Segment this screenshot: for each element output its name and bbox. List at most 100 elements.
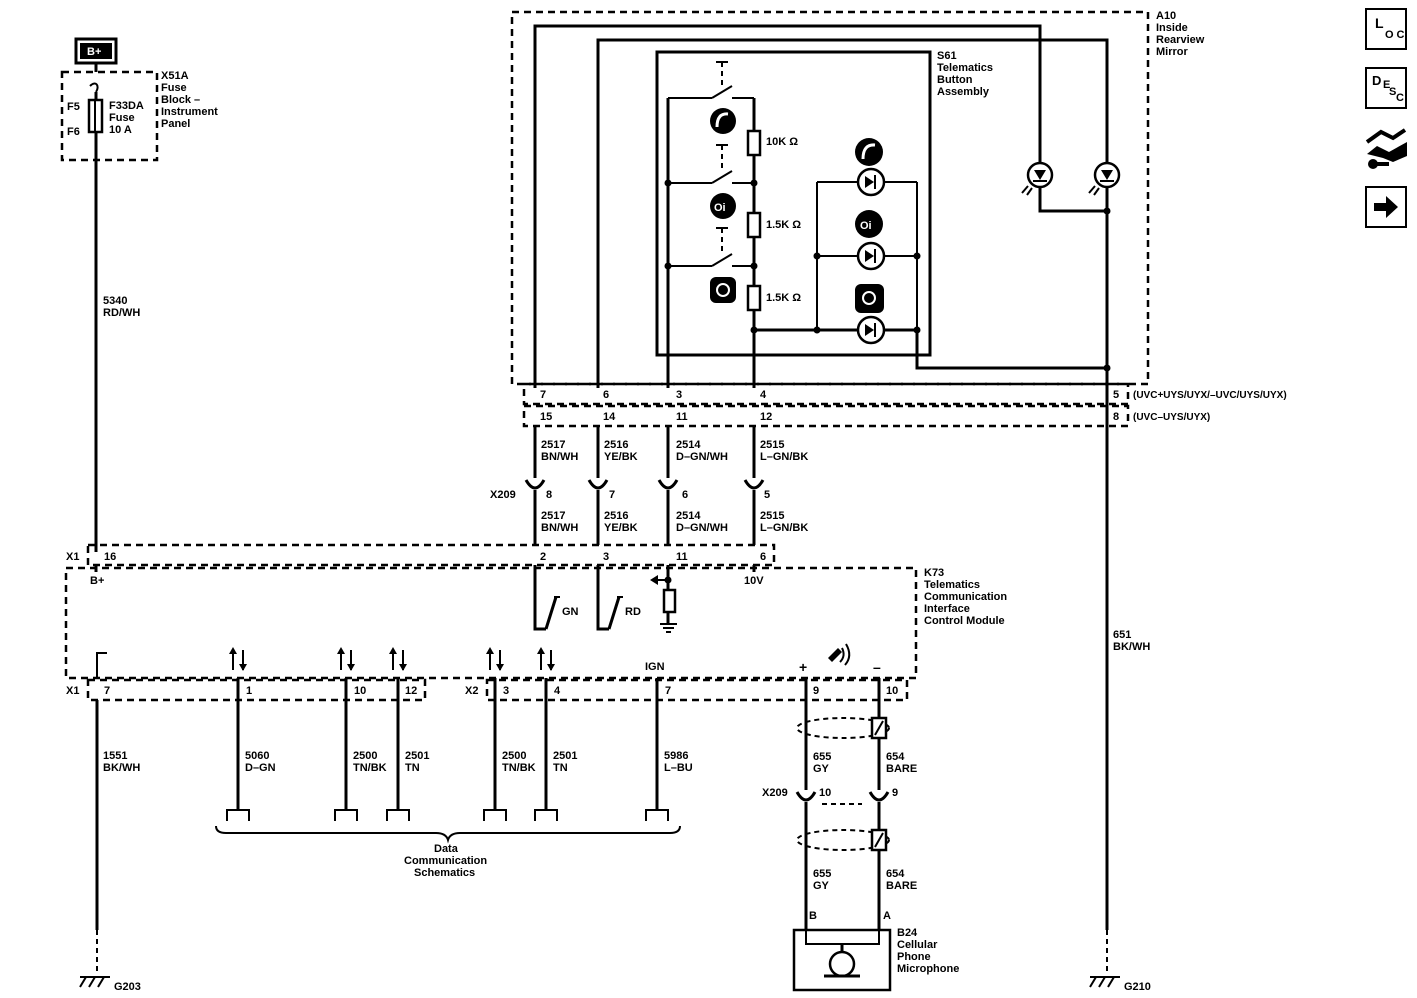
svg-text:4: 4 bbox=[554, 685, 561, 697]
svg-text:5: 5 bbox=[764, 489, 770, 501]
data-comm-label: Data bbox=[434, 843, 459, 855]
svg-text:10: 10 bbox=[354, 685, 366, 697]
svg-text:TN/BK: TN/BK bbox=[353, 762, 387, 774]
svg-text:Mirror: Mirror bbox=[1156, 46, 1189, 58]
telematics-module: K73 Telematics Communication Interface C… bbox=[64, 565, 1007, 680]
svg-text:7: 7 bbox=[104, 685, 110, 697]
svg-text:Communication: Communication bbox=[404, 855, 487, 867]
svg-text:(UVC–UYS/UYX): (UVC–UYS/UYX) bbox=[1133, 412, 1210, 423]
svg-text:2515: 2515 bbox=[760, 439, 784, 451]
svg-text:Telematics: Telematics bbox=[924, 579, 980, 591]
svg-text:2501: 2501 bbox=[553, 750, 577, 762]
svg-text:2517: 2517 bbox=[541, 510, 565, 522]
svg-text:8: 8 bbox=[546, 489, 552, 501]
microphone-signal-icon bbox=[828, 643, 851, 666]
svg-text:X209: X209 bbox=[490, 489, 516, 501]
svg-text:2515: 2515 bbox=[760, 510, 784, 522]
svg-text:Interface: Interface bbox=[924, 603, 970, 615]
fuse-block-id: X51A bbox=[161, 70, 189, 82]
svg-text:4: 4 bbox=[760, 389, 767, 401]
resistor-1-5k-b: 1.5K Ω bbox=[746, 284, 801, 312]
svg-text:651: 651 bbox=[1113, 629, 1131, 641]
fuse-label: Fuse bbox=[109, 112, 135, 124]
svg-text:BARE: BARE bbox=[886, 763, 917, 775]
svg-text:9: 9 bbox=[892, 787, 898, 799]
svg-text:TN: TN bbox=[553, 762, 568, 774]
location-button[interactable]: L OC bbox=[1365, 8, 1407, 50]
onstar-button-icon bbox=[710, 193, 736, 219]
fuse-pin-out: F6 bbox=[67, 126, 80, 138]
x2-bottom-connector: X2 3 4 7 9 10 bbox=[465, 678, 909, 702]
svg-text:Communication: Communication bbox=[924, 591, 1007, 603]
svg-text:5060: 5060 bbox=[245, 750, 269, 762]
svg-text:B+: B+ bbox=[90, 575, 104, 587]
svg-text:1.5K Ω: 1.5K Ω bbox=[766, 219, 801, 231]
mirror-connector: (UVC+UYS/UYX/–UVC/UYS/UYX) (UVC–UYS/UYX)… bbox=[522, 382, 1287, 428]
svg-text:2514: 2514 bbox=[676, 510, 701, 522]
svg-text:G203: G203 bbox=[114, 981, 141, 993]
svg-text:6: 6 bbox=[603, 389, 609, 401]
svg-text:X1: X1 bbox=[66, 685, 79, 697]
svg-text:Inside: Inside bbox=[1156, 22, 1188, 34]
svg-text:10K Ω: 10K Ω bbox=[766, 136, 798, 148]
svg-text:YE/BK: YE/BK bbox=[604, 522, 638, 534]
svg-text:7: 7 bbox=[609, 489, 615, 501]
resistor-1-5k-a: 1.5K Ω bbox=[746, 211, 801, 239]
svg-text:14: 14 bbox=[603, 411, 616, 423]
phone-led bbox=[856, 167, 886, 197]
emergency-icon bbox=[855, 284, 884, 313]
bidirectional-arrows bbox=[229, 647, 555, 671]
svg-text:D–GN: D–GN bbox=[245, 762, 276, 774]
svg-text:X1: X1 bbox=[66, 551, 79, 563]
svg-text:(UVC+UYS/UYX/–UVC/UYS/UYX): (UVC+UYS/UYX/–UVC/UYS/UYX) bbox=[1133, 390, 1287, 401]
svg-text:12: 12 bbox=[760, 411, 772, 423]
battery-supply: B+ bbox=[74, 37, 118, 72]
svg-text:9: 9 bbox=[813, 685, 819, 697]
fuse-block-line: Instrument bbox=[161, 106, 218, 118]
svg-text:Telematics: Telematics bbox=[937, 62, 993, 74]
emergency-button-icon bbox=[710, 277, 736, 303]
svg-text:2516: 2516 bbox=[604, 510, 628, 522]
svg-text:2501: 2501 bbox=[405, 750, 429, 762]
svg-text:1.5K Ω: 1.5K Ω bbox=[766, 292, 801, 304]
svg-text:2: 2 bbox=[540, 551, 546, 563]
fuse-block-line: Panel bbox=[161, 118, 190, 130]
svg-text:BN/WH: BN/WH bbox=[541, 451, 578, 463]
ground-g203: G203 bbox=[79, 930, 141, 993]
rearview-mirror: A10 Inside Rearview Mirror S61 bbox=[510, 10, 1205, 930]
svg-text:+: + bbox=[799, 659, 807, 675]
svg-text:1: 1 bbox=[246, 685, 252, 697]
svg-text:5: 5 bbox=[1113, 389, 1119, 401]
resistor-10k: 10K Ω bbox=[746, 129, 798, 157]
x209-connector: X209 8 7 6 5 2517 BN/WH 2516 YE/BK 2514 … bbox=[490, 479, 808, 545]
ground-wire-651: 651 BK/WH bbox=[1113, 629, 1150, 653]
connector-view-icon[interactable] bbox=[1363, 124, 1411, 172]
svg-text:Oi: Oi bbox=[860, 220, 872, 232]
svg-text:11: 11 bbox=[676, 551, 688, 563]
telematics-button-assembly: S61 Telematics Button Assembly bbox=[655, 50, 1107, 388]
svg-text:X209: X209 bbox=[762, 787, 788, 799]
svg-text:Microphone: Microphone bbox=[897, 963, 959, 975]
fuse-block-line: Block – bbox=[161, 94, 200, 106]
svg-text:Oi: Oi bbox=[714, 202, 726, 214]
connector-plug-icon bbox=[1365, 128, 1407, 169]
svg-text:A: A bbox=[883, 910, 891, 922]
fuse-block: F5 F6 F33DA Fuse 10 A X51A Fuse Block – … bbox=[60, 70, 218, 162]
lower-wires: 1551 BK/WH 5060 D–GN 2500 TN/BK 2501 TN … bbox=[95, 678, 693, 930]
svg-text:11: 11 bbox=[676, 411, 688, 423]
description-button[interactable]: D E S C bbox=[1365, 67, 1407, 109]
svg-text:10V: 10V bbox=[744, 575, 764, 587]
svg-text:D–GN/WH: D–GN/WH bbox=[676, 522, 728, 534]
svg-text:L–GN/BK: L–GN/BK bbox=[760, 451, 808, 463]
next-page-button[interactable] bbox=[1365, 186, 1407, 228]
svg-text:6: 6 bbox=[682, 489, 688, 501]
svg-text:654: 654 bbox=[886, 751, 905, 763]
svg-text:10: 10 bbox=[819, 787, 831, 799]
svg-text:BK/WH: BK/WH bbox=[103, 762, 140, 774]
svg-text:GN: GN bbox=[562, 606, 579, 618]
mirror-id: A10 bbox=[1156, 10, 1176, 22]
microphone-icon bbox=[828, 950, 856, 978]
svg-text:5986: 5986 bbox=[664, 750, 688, 762]
onstar-led bbox=[856, 241, 886, 271]
